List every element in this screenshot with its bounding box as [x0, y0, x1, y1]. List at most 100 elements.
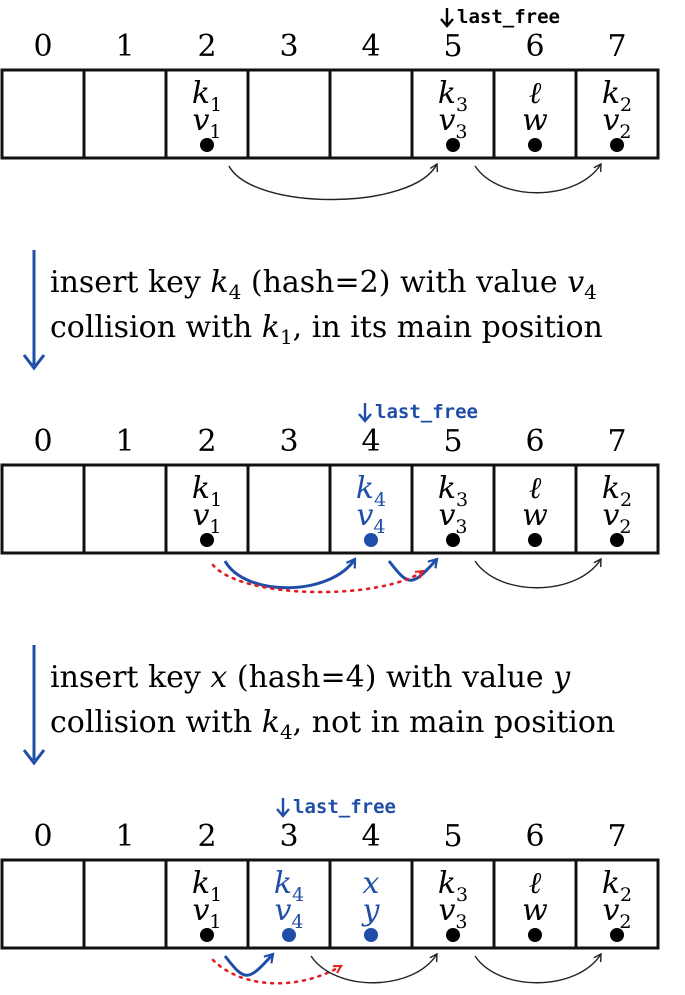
slot-next-pointer-dot	[200, 928, 214, 942]
slot-value: v2	[602, 498, 631, 538]
slot-index-label: 6	[525, 819, 544, 854]
slot-key: x	[363, 866, 380, 901]
slot-value: w	[522, 103, 548, 138]
slot-index-label: 5	[443, 424, 462, 459]
slot-next-pointer-dot	[282, 928, 296, 942]
slot-next-pointer-dot	[446, 928, 460, 942]
slot-index-label: 4	[361, 29, 380, 64]
chain-link-arrow-black	[474, 557, 602, 589]
slot-index-label: 3	[279, 819, 298, 854]
slot-next-pointer-dot	[610, 533, 624, 547]
slot-box	[82, 463, 168, 555]
slot-index-label: 4	[361, 424, 380, 459]
slot-key: k1	[192, 471, 222, 511]
slot-next-pointer-dot	[200, 138, 214, 152]
slot-next-pointer-dot	[446, 533, 460, 547]
step-down-arrowhead-icon	[22, 354, 46, 371]
slot-next-pointer-dot	[200, 533, 214, 547]
slot-key: k2	[602, 471, 632, 511]
slot-next-pointer-dot	[528, 533, 542, 547]
slot-key: ℓ	[529, 866, 542, 901]
slot-next-pointer-dot	[446, 138, 460, 152]
transition-caption-action: insert key x (hash=4) with value y	[50, 660, 571, 695]
slot-index-label: 7	[607, 819, 626, 854]
chain-link-arrow-black	[474, 162, 602, 194]
slot-value: v1	[192, 498, 221, 538]
transition-caption-action: insert key k4 (hash=2) with value v4	[50, 265, 597, 304]
slot-index-label: 2	[197, 29, 216, 64]
last-free-arrowhead-icon	[276, 808, 290, 818]
slot-value: v3	[438, 498, 467, 538]
slot-box	[0, 858, 86, 950]
slot-index-label: 7	[607, 424, 626, 459]
slot-box	[0, 463, 86, 555]
slot-value: y	[361, 893, 381, 928]
table-slot-0	[0, 463, 86, 555]
slot-index-label: 4	[361, 819, 380, 854]
last-free-arrowhead-icon	[358, 413, 372, 423]
slot-index-label: 6	[525, 29, 544, 64]
step-down-arrowhead-icon	[22, 749, 46, 766]
chain-link-arrow-blue	[387, 557, 439, 582]
slot-next-pointer-dot	[364, 533, 378, 547]
slot-value: w	[522, 498, 548, 533]
chain-link-arrow-black	[474, 952, 602, 984]
slot-key: k1	[192, 866, 222, 906]
slot-value: v4	[274, 893, 303, 933]
slot-value: v1	[192, 893, 221, 933]
slot-box	[82, 68, 168, 160]
slot-key: k3	[438, 76, 468, 116]
chain-link-arrow-black	[310, 952, 438, 984]
table-slot-6: ℓw	[492, 68, 578, 160]
slot-value: v1	[192, 103, 221, 143]
transition-2: insert key x (hash=4) with value ycollis…	[22, 645, 615, 766]
table-slot-1	[82, 858, 168, 950]
table-slot-0	[0, 68, 86, 160]
table-slot-1	[82, 68, 168, 160]
last-free-label: last_free	[457, 6, 560, 28]
table-slot-4	[328, 68, 414, 160]
slot-box	[410, 858, 496, 950]
slot-key: k3	[438, 866, 468, 906]
table-slot-3	[246, 463, 332, 555]
slot-index-label: 2	[197, 819, 216, 854]
table-slot-4: xy	[328, 858, 414, 950]
slot-value: v3	[438, 103, 467, 143]
chain-link-arrow-blue	[223, 952, 275, 977]
slot-index-label: 0	[33, 29, 52, 64]
slot-value: v2	[602, 893, 631, 933]
slot-key: k4	[356, 471, 386, 511]
slot-value: w	[522, 893, 548, 928]
table-slot-3	[246, 68, 332, 160]
slot-index-label: 0	[33, 424, 52, 459]
slot-index-label: 2	[197, 424, 216, 459]
slot-box	[246, 463, 332, 555]
chain-link-arrow-red	[211, 563, 423, 594]
slot-key: ℓ	[529, 76, 542, 111]
slot-next-pointer-dot	[528, 138, 542, 152]
chain-link-arrow-blue	[223, 557, 357, 590]
slot-box	[246, 68, 332, 160]
slot-next-pointer-dot	[364, 928, 378, 942]
slot-index-label: 3	[279, 424, 298, 459]
slot-key: k2	[602, 76, 632, 116]
slot-index-label: 5	[443, 819, 462, 854]
slot-box	[82, 858, 168, 950]
slot-key: k2	[602, 866, 632, 906]
transition-caption-collision: collision with k1, in its main position	[50, 310, 603, 349]
slot-next-pointer-dot	[610, 928, 624, 942]
slot-index-label: 7	[607, 29, 626, 64]
table-slot-6: ℓw	[492, 463, 578, 555]
slot-key: k4	[274, 866, 304, 906]
